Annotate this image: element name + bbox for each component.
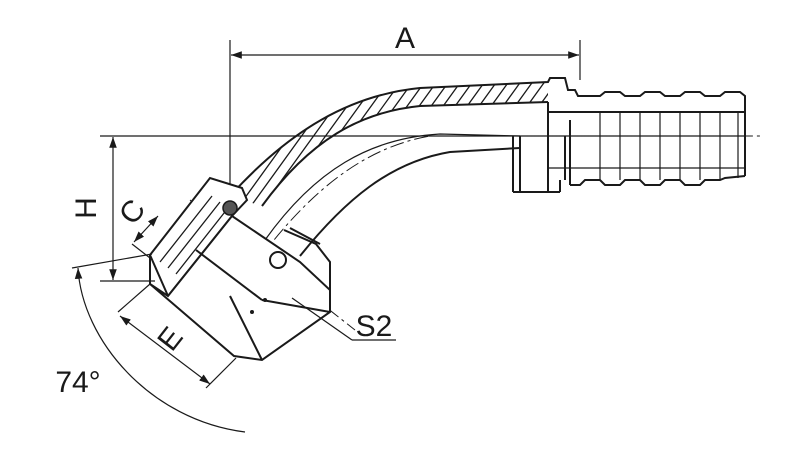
dimension-h-label: H (70, 197, 103, 219)
swivel-nut (148, 176, 331, 362)
dimension-a: A (229, 22, 581, 215)
s2-callout: S2 (291, 297, 396, 343)
dimension-c-label: C (113, 193, 152, 230)
angle-dimension: 74° (55, 253, 246, 433)
s2-label: S2 (356, 310, 393, 343)
port-hole-icon (269, 251, 287, 269)
dimension-e-label: E (151, 321, 189, 357)
o-ring-icon (222, 200, 238, 216)
angle-label: 74° (55, 366, 100, 399)
dimension-a-label: A (395, 22, 415, 55)
fitting-body (229, 77, 746, 257)
dimension-c: C (113, 193, 159, 259)
